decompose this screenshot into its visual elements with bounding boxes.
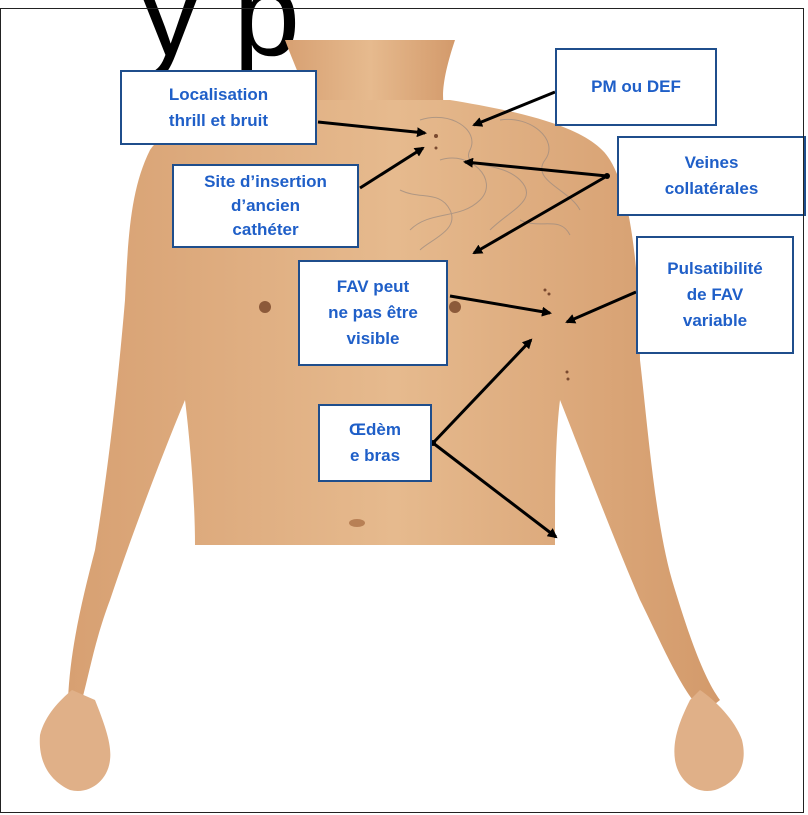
label-pm-def: PM ou DEF: [555, 48, 717, 126]
navel: [349, 519, 365, 527]
right-hand: [674, 690, 743, 791]
left-hand: [40, 690, 111, 791]
label-oedeme-bras: Œdèm e bras: [318, 404, 432, 482]
label-veines-collaterales: Veines collatérales: [617, 136, 806, 216]
label-fav-visible: FAV peut ne pas être visible: [298, 260, 448, 366]
label-localisation-thrill: Localisation thrill et bruit: [120, 70, 317, 145]
right-nipple: [449, 301, 461, 313]
label-site-insertion: Site d’insertion d’ancien cathéter: [172, 164, 359, 248]
left-nipple: [259, 301, 271, 313]
label-pulsatibilite: Pulsatibilité de FAV variable: [636, 236, 794, 354]
